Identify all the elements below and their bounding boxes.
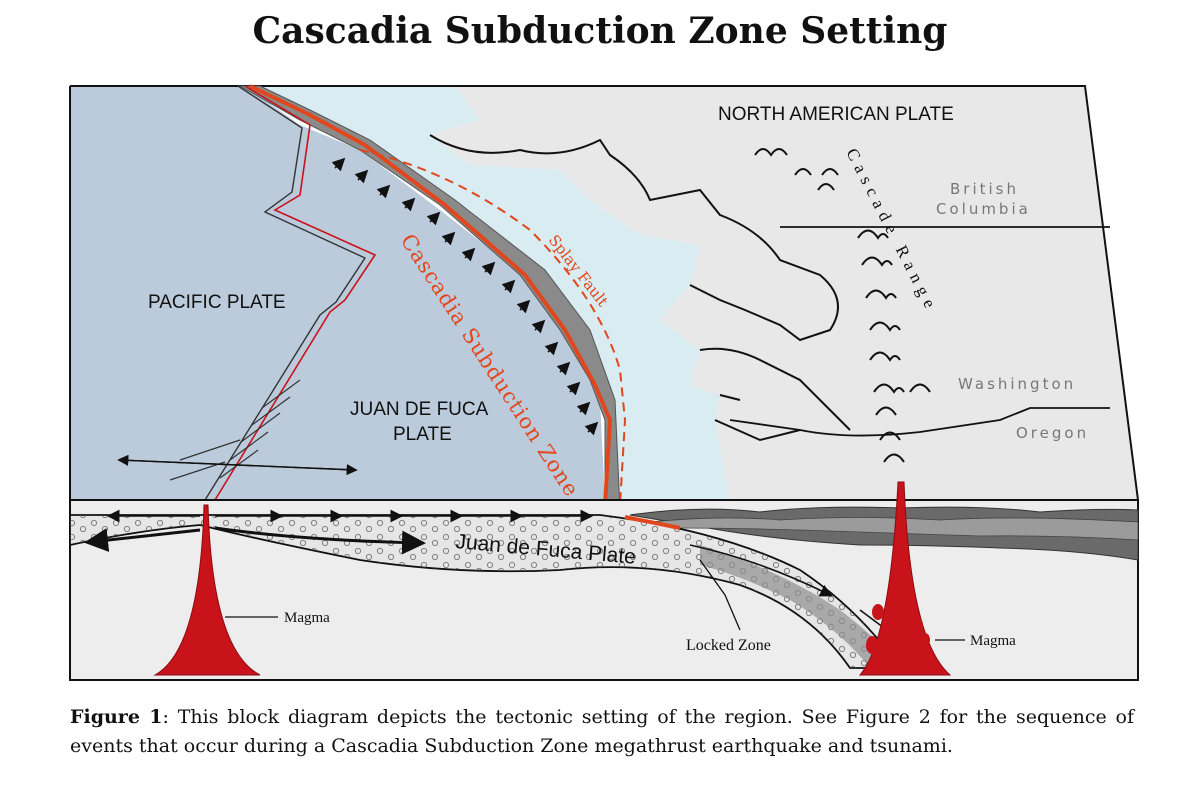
label-juan-de-fuca-plate-1: JUAN DE FUCA [350,399,489,420]
cross-section [69,481,1139,681]
block-diagram: NORTH AMERICAN PLATE PACIFIC PLATE JUAN … [69,84,1139,681]
cascade-mountains [754,148,931,463]
subducting-grey [700,545,900,668]
caption-lead: Figure 1 [70,706,163,728]
ridge-ticks [169,379,301,481]
label-magma-left: Magma [284,610,330,626]
locked-zone-leader [699,559,741,631]
label-washington: Washington [958,375,1076,393]
magma-plume-right [858,481,952,676]
magma-plume-left [153,504,261,676]
block-top-edge [69,85,1139,501]
bold-arrow-left [84,528,201,552]
label-oregon: Oregon [1016,424,1089,442]
label-north-american-plate: NORTH AMERICAN PLATE [718,104,954,125]
ridge-red-line [214,85,377,501]
page-title: Cascadia Subduction Zone Setting [252,10,948,52]
slab-dots [70,515,900,668]
label-magma-right: Magma [970,633,1016,649]
trench-line [249,84,613,506]
splay-fault-line [359,149,627,506]
caption-text: : This block diagram depicts the tectoni… [70,706,1134,757]
ridge-dark-line [204,85,367,501]
washington-oregon-border [729,407,1110,437]
label-british-columbia-1: British [950,180,1019,198]
spreading-arrow-left [117,454,356,471]
bold-arrow-right [214,526,426,555]
label-locked-zone: Locked Zone [686,637,771,654]
label-british-columbia-2: Columbia [936,200,1031,218]
label-juan-de-fuca-plate-2: PLATE [393,424,452,445]
figure-caption: Figure 1: This block diagram depicts the… [70,703,1134,761]
locked-zone-line [624,515,681,530]
spreading-ridge [117,85,377,501]
crust-layer-mid [649,517,1139,541]
convergence-arrows [331,157,599,436]
label-pacific-plate: PACIFIC PLATE [148,292,286,313]
ocean-plates [70,86,605,500]
magma-blobs [866,604,930,670]
coastline [429,134,851,442]
